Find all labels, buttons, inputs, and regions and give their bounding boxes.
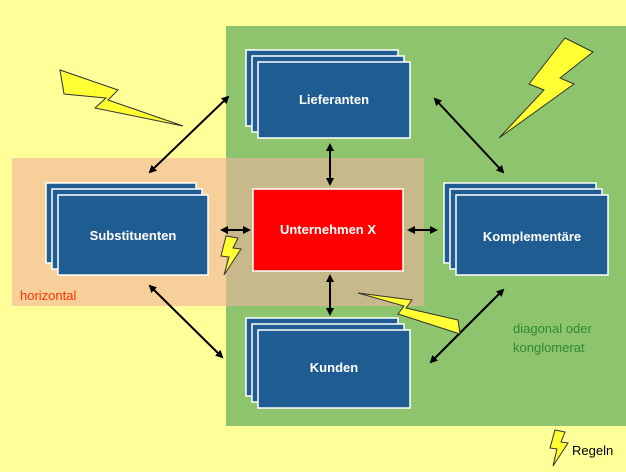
lightning-icon <box>357 292 461 335</box>
complements-box: Komplementäre <box>443 182 609 276</box>
lightning-icon <box>549 429 569 467</box>
lightning-icon <box>220 235 242 276</box>
lightning-icon <box>59 69 184 127</box>
diagonal-label-line1: diagonal oder <box>513 321 592 336</box>
arrow-complements-customers <box>429 288 505 364</box>
substitutes-box: Substituenten <box>45 182 209 276</box>
supplier-label: Lieferanten <box>299 92 369 107</box>
customers-label: Kunden <box>310 360 358 375</box>
arrow-substitutes-customers <box>148 284 224 359</box>
arrow-supplier-complements <box>433 97 505 174</box>
legend-label: Regeln <box>572 443 613 458</box>
substitutes-label: Substituenten <box>90 228 177 243</box>
company-box: Unternehmen X <box>252 188 404 272</box>
arrow-substitutes-supplier <box>148 95 230 174</box>
lightning-icon <box>498 37 594 139</box>
legend: Regeln <box>549 429 613 467</box>
supplier-box: Lieferanten <box>245 49 411 139</box>
complements-label: Komplementäre <box>483 229 581 244</box>
company-label: Unternehmen X <box>280 222 376 237</box>
customers-box: Kunden <box>245 317 411 409</box>
horizontal-label: horizontal <box>20 288 76 303</box>
diagonal-label-line2: konglomerat <box>513 340 585 355</box>
